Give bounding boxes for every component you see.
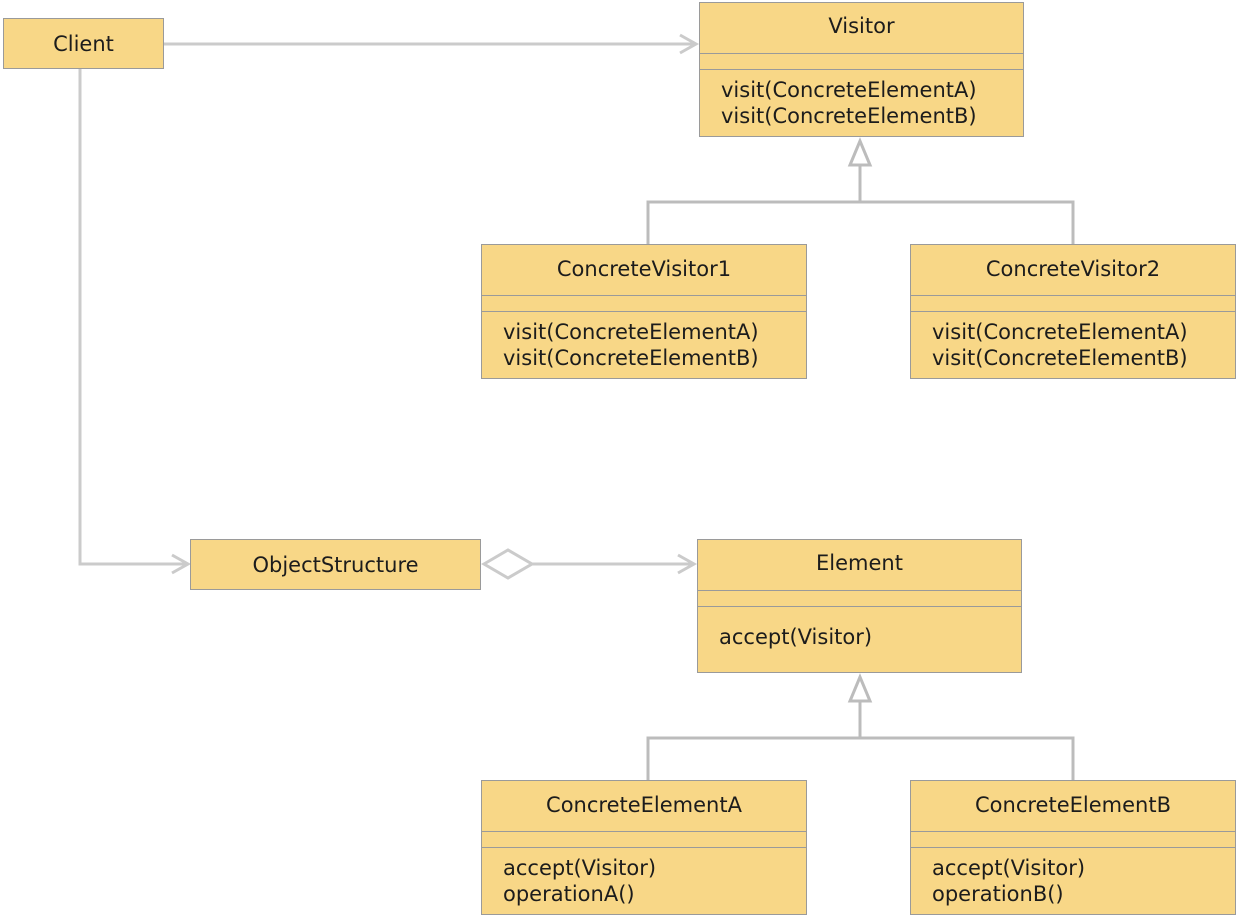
class-name: Element <box>816 551 903 575</box>
class-name: ObjectStructure <box>252 552 419 577</box>
operation: visit(ConcreteElementA) <box>721 78 977 102</box>
operations-list: visit(ConcreteElementA) visit(ConcreteEl… <box>503 319 802 371</box>
operation: visit(ConcreteElementB) <box>721 104 977 128</box>
operations-list: accept(Visitor) operationA() <box>503 855 802 907</box>
class-name: ConcreteVisitor1 <box>556 257 732 281</box>
operation: visit(ConcreteElementA) <box>932 320 1188 344</box>
client-objectstructure-association <box>78 69 192 575</box>
concrete-visitor-2-class[interactable]: ConcreteVisitor2 visit(ConcreteElementA)… <box>910 244 1236 379</box>
operation: visit(ConcreteElementA) <box>503 320 759 344</box>
operations-compartment <box>482 847 806 848</box>
operations-list: accept(Visitor) <box>719 624 1017 650</box>
operation: accept(Visitor) <box>719 625 873 649</box>
operations-compartment <box>700 69 1023 70</box>
operation: operationB() <box>932 882 1064 906</box>
class-name: Client <box>53 31 114 56</box>
attributes-compartment <box>911 295 1235 296</box>
object-structure-class[interactable]: ObjectStructure <box>190 539 481 590</box>
operations-list: visit(ConcreteElementA) visit(ConcreteEl… <box>932 319 1231 371</box>
class-name: Visitor <box>828 14 895 38</box>
operation: visit(ConcreteElementB) <box>503 346 759 370</box>
operations-compartment <box>698 606 1021 607</box>
objectstructure-element-aggregation <box>481 548 698 580</box>
attributes-compartment <box>911 831 1235 832</box>
element-generalization <box>646 673 1075 780</box>
element-class[interactable]: Element accept(Visitor) <box>697 539 1022 673</box>
operation: accept(Visitor) <box>932 856 1086 880</box>
class-name: ConcreteElementA <box>546 793 742 817</box>
visitor-class[interactable]: Visitor visit(ConcreteElementA) visit(Co… <box>699 2 1024 137</box>
operations-list: visit(ConcreteElementA) visit(ConcreteEl… <box>721 77 1019 129</box>
concrete-element-a-class[interactable]: ConcreteElementA accept(Visitor) operati… <box>481 780 807 915</box>
concrete-visitor-1-class[interactable]: ConcreteVisitor1 visit(ConcreteElementA)… <box>481 244 807 379</box>
concrete-element-b-class[interactable]: ConcreteElementB accept(Visitor) operati… <box>910 780 1236 915</box>
operations-list: accept(Visitor) operationB() <box>932 855 1231 907</box>
operations-compartment <box>911 311 1235 312</box>
client-visitor-association <box>164 33 700 55</box>
client-class[interactable]: Client <box>3 18 164 69</box>
class-name: ConcreteVisitor2 <box>985 257 1161 281</box>
operation: accept(Visitor) <box>503 856 657 880</box>
operation: operationA() <box>503 882 635 906</box>
attributes-compartment <box>482 295 806 296</box>
attributes-compartment <box>698 590 1021 591</box>
attributes-compartment <box>700 53 1023 54</box>
class-name: ConcreteElementB <box>975 793 1171 817</box>
visitor-generalization <box>646 137 1075 244</box>
attributes-compartment <box>482 831 806 832</box>
operations-compartment <box>482 311 806 312</box>
operations-compartment <box>911 847 1235 848</box>
operation: visit(ConcreteElementB) <box>932 346 1188 370</box>
